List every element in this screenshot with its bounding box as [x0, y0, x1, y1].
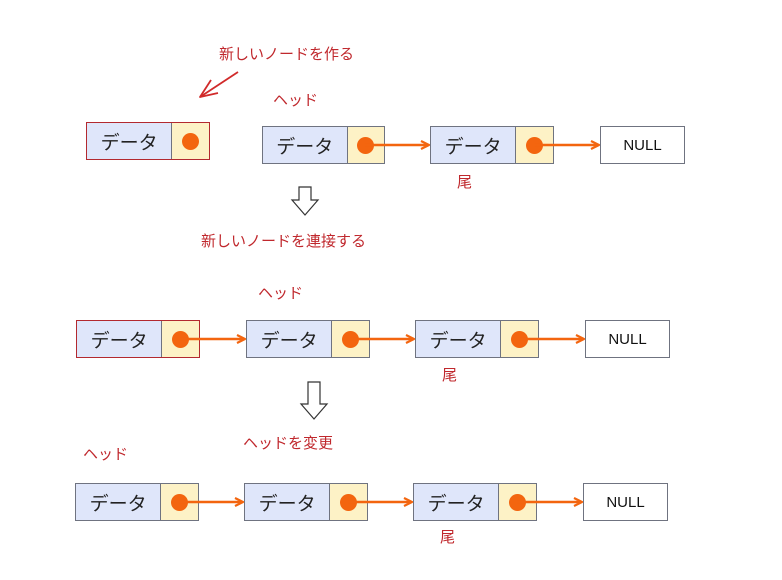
- tail-label-step2: 尾: [442, 366, 458, 384]
- null-box-step1: NULL: [600, 126, 685, 164]
- create-new-node-label: 新しいノードを作る: [219, 45, 355, 63]
- head-label-step1: ヘッド: [273, 91, 319, 109]
- node-data-cell: データ: [76, 484, 162, 520]
- tail-label-step3: 尾: [440, 528, 456, 546]
- list-node-1-step1: データ: [262, 126, 385, 164]
- new-node-step1: データ: [86, 122, 210, 160]
- node-pointer-cell: [172, 123, 209, 159]
- node-data-cell: データ: [77, 321, 163, 357]
- list-node-2-step2: データ: [415, 320, 539, 358]
- null-box-step2: NULL: [585, 320, 670, 358]
- list-node-2-step1: データ: [430, 126, 554, 164]
- node-pointer-cell: [501, 321, 538, 357]
- node-data-cell: データ: [416, 321, 502, 357]
- tail-label-step1: 尾: [457, 173, 473, 191]
- list-node-1-step2: データ: [246, 320, 370, 358]
- node-data-cell: データ: [414, 484, 500, 520]
- node-data-cell: データ: [87, 123, 173, 159]
- node-data-cell: データ: [245, 484, 331, 520]
- node-data-cell: データ: [247, 321, 333, 357]
- head-label-step3: ヘッド: [83, 445, 129, 463]
- node-data-cell: データ: [263, 127, 348, 163]
- node-data-cell: データ: [431, 127, 517, 163]
- head-label-step2: ヘッド: [258, 284, 304, 302]
- pointer-dot-icon: [526, 136, 544, 154]
- change-head-label: ヘッドを変更: [243, 434, 334, 452]
- connect-new-node-label: 新しいノードを連接する: [201, 232, 367, 250]
- null-box-step3: NULL: [583, 483, 668, 521]
- list-node-2-step3: データ: [244, 483, 368, 521]
- pointer-dot-icon: [182, 132, 200, 150]
